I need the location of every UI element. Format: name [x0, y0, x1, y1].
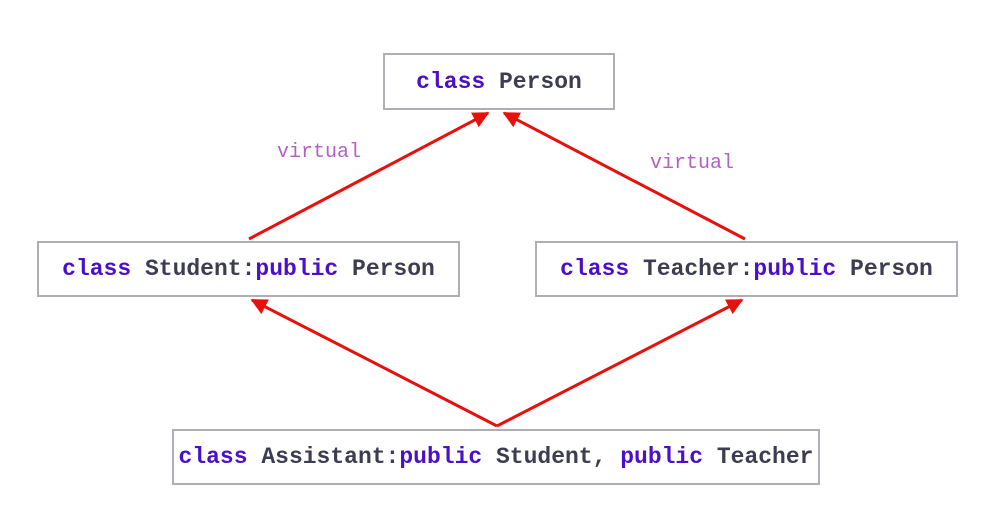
- code-keyword: class: [178, 444, 248, 470]
- code-keyword: class: [560, 256, 630, 282]
- node-person: class Person: [383, 53, 615, 110]
- code-text: Person: [485, 68, 582, 95]
- arrow-assistant-to-teacher: [496, 298, 744, 428]
- virtual-label-left: virtual: [277, 141, 362, 164]
- code-text: Person: [338, 256, 435, 282]
- arrow-teacher-to-person: [502, 111, 746, 241]
- code-text: Teacher:: [629, 256, 754, 282]
- code-text: Student,: [482, 444, 621, 470]
- node-assistant: class Assistant:public Student, public T…: [172, 429, 820, 485]
- code-text: Teacher: [703, 444, 814, 470]
- code-keyword: public: [255, 256, 339, 282]
- node-teacher: class Teacher:public Person: [535, 241, 958, 297]
- code-keyword: public: [753, 256, 837, 282]
- code-keyword: public: [399, 444, 483, 470]
- code-text: Student:: [131, 256, 256, 282]
- virtual-label-right: virtual: [650, 152, 735, 175]
- arrow-student-to-person: [248, 111, 490, 241]
- code-keyword: public: [620, 444, 704, 470]
- code-text: Person: [836, 256, 933, 282]
- code-text: Assistant:: [247, 444, 400, 470]
- node-student: class Student:public Person: [37, 241, 460, 297]
- code-keyword: class: [416, 68, 486, 95]
- arrow-assistant-to-student: [250, 298, 498, 428]
- code-keyword: class: [62, 256, 132, 282]
